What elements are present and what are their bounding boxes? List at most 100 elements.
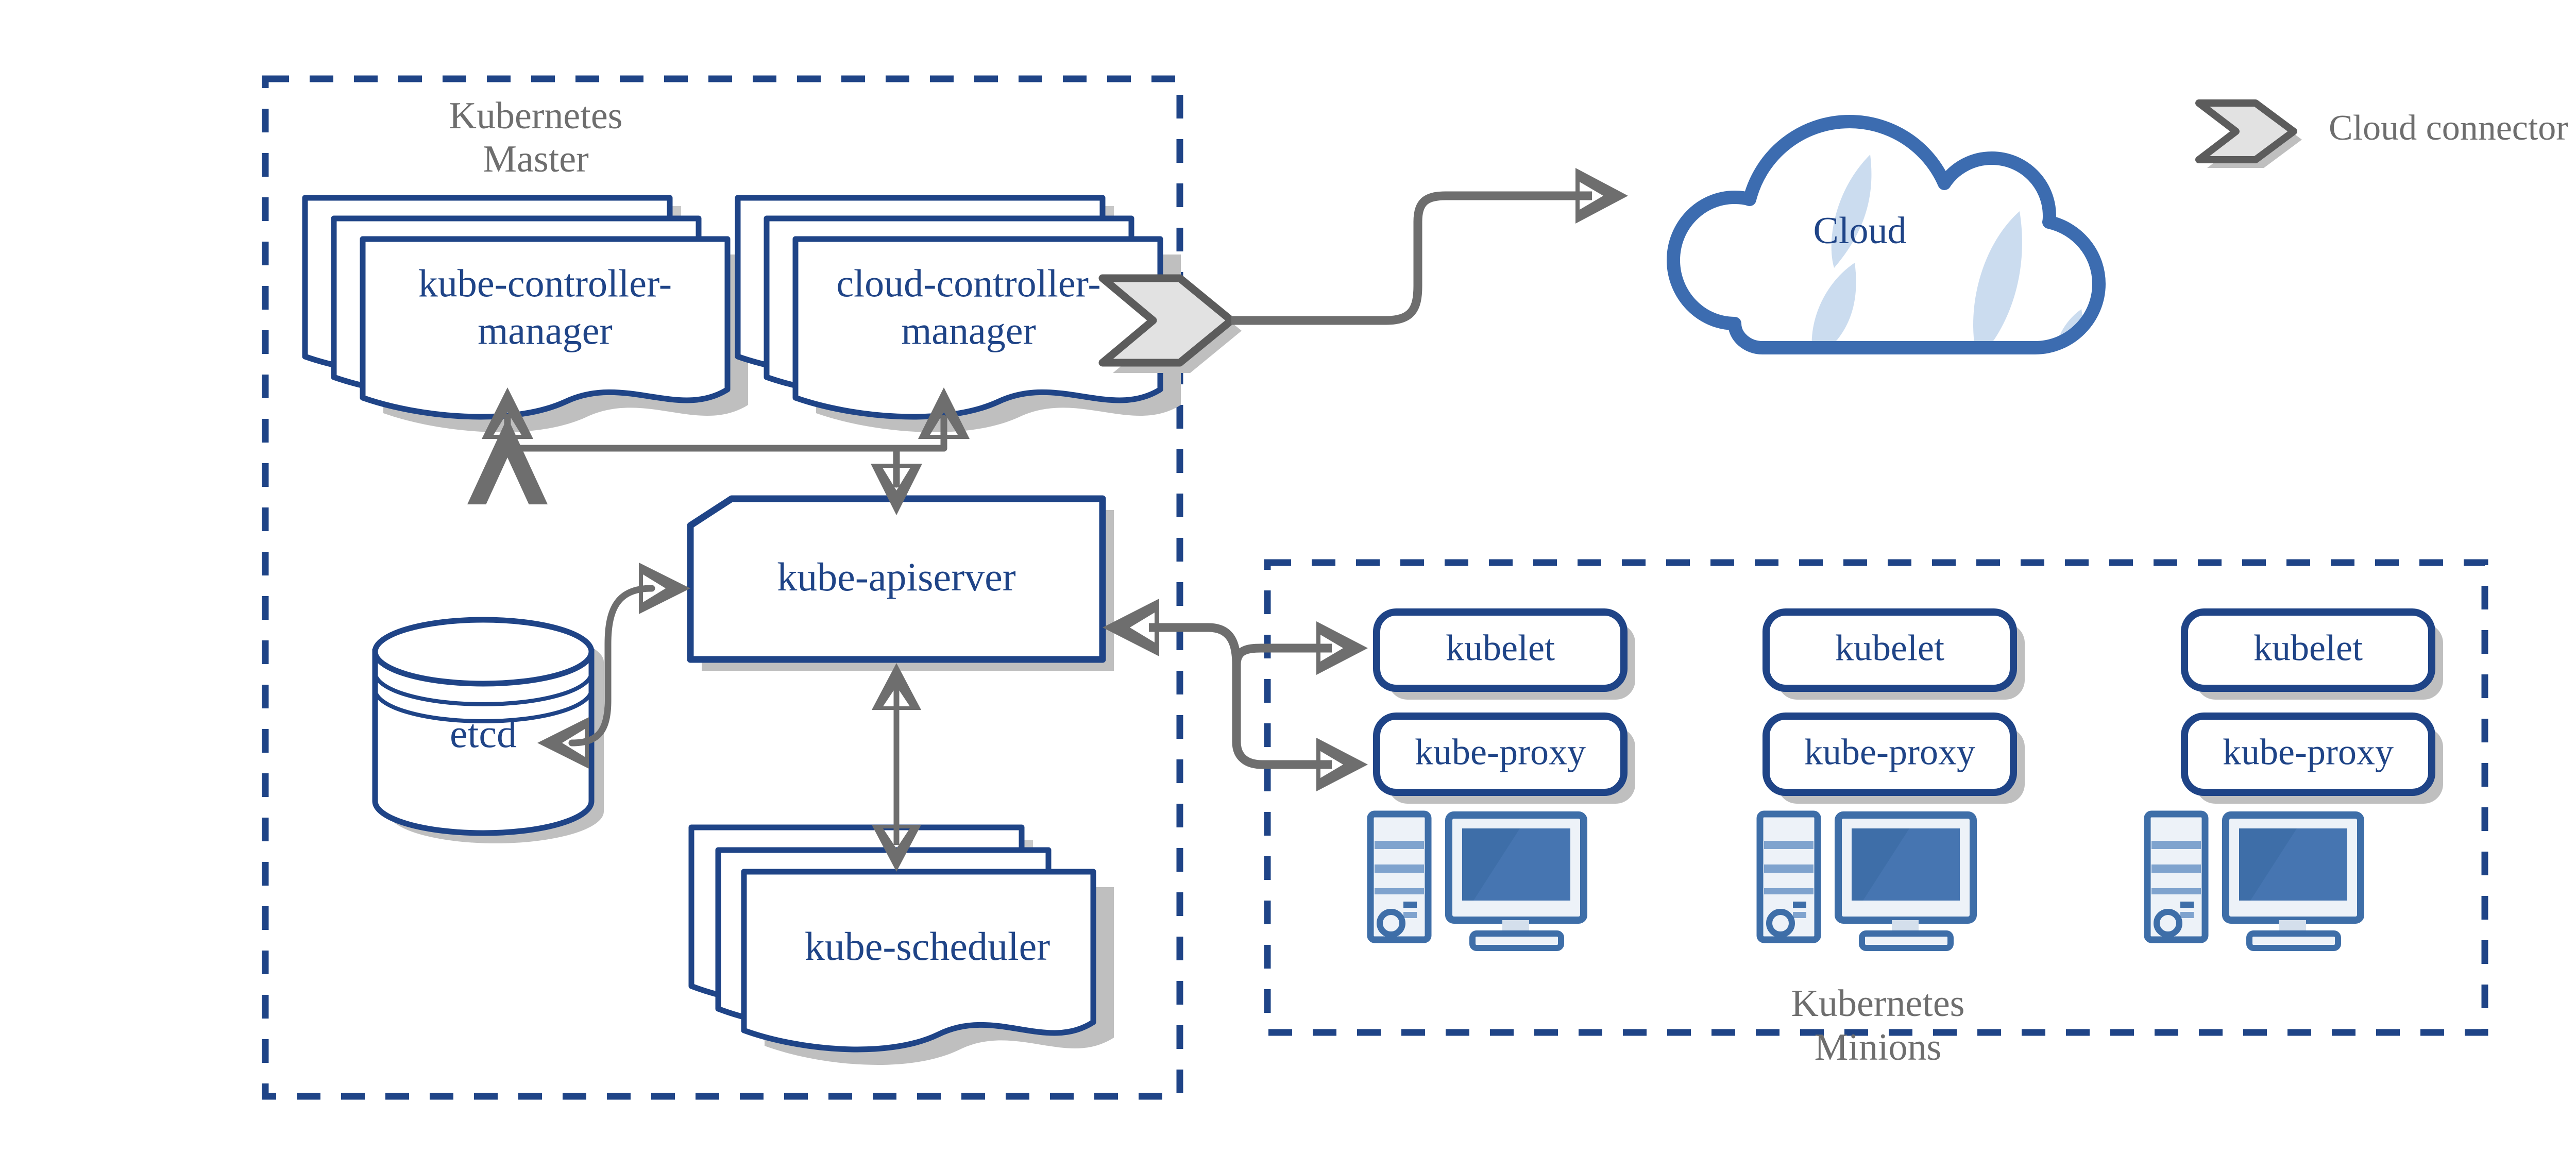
minion-node-2[interactable]: kubelet kube-proxy bbox=[1756, 608, 2025, 951]
arrowhead-down-apiserver bbox=[871, 464, 922, 515]
pc-slot-2 bbox=[1375, 864, 1424, 873]
kubelet-label-3: kubelet bbox=[2253, 628, 2363, 669]
etcd-label: etcd bbox=[450, 711, 517, 756]
minion-node-1[interactable]: kubelet kube-proxy bbox=[1367, 608, 1635, 951]
master-label-line2: Master bbox=[483, 138, 589, 180]
arrowhead-right-apiserver bbox=[639, 563, 690, 614]
node-etcd[interactable]: etcd bbox=[372, 617, 604, 843]
pc-monitor-icon bbox=[1756, 810, 1977, 951]
kube-proxy-box-1[interactable] bbox=[1373, 713, 1628, 796]
kubelet-label-1: kubelet bbox=[1446, 628, 1555, 669]
kubelet-box-1[interactable] bbox=[1373, 608, 1628, 692]
pc-power-button bbox=[1377, 909, 1405, 938]
pc-power-button bbox=[2154, 909, 2182, 938]
monitor-stand bbox=[1469, 930, 1564, 951]
monitor-glare bbox=[1863, 828, 1960, 901]
pc-slot-2 bbox=[2151, 864, 2201, 873]
pc-slot-3 bbox=[1764, 888, 1814, 894]
etcd-top bbox=[372, 617, 595, 687]
kubelet-box-3[interactable] bbox=[2181, 608, 2435, 692]
node-kube-scheduler[interactable]: kube-scheduler bbox=[688, 824, 1114, 1065]
cloud-outline bbox=[1667, 115, 2106, 354]
arrowhead-up-apiserver bbox=[872, 663, 921, 710]
cloud-wisp-1 bbox=[1831, 155, 1872, 268]
connector-minions-to-apiserver bbox=[1149, 623, 1332, 769]
trunk-kubelet-branch bbox=[1232, 643, 1332, 665]
arrowhead-left-etcd bbox=[537, 717, 589, 769]
kubelet-box-2[interactable] bbox=[1762, 608, 2017, 692]
minion-node-3[interactable]: kubelet kube-proxy bbox=[2144, 608, 2443, 951]
doc-sheet-front bbox=[792, 236, 1163, 420]
connector-ccm-to-cloud bbox=[1231, 191, 1592, 325]
legend-chevron-body bbox=[2195, 99, 2297, 163]
cloud-wisp-3 bbox=[1973, 211, 2022, 348]
kube-proxy-label-3: kube-proxy bbox=[2223, 732, 2394, 773]
arrowheads-apiserver-etcd bbox=[537, 563, 690, 769]
monitor-stand bbox=[2246, 930, 2341, 951]
arrowhead-right-kubelet bbox=[1316, 621, 1368, 675]
cloud-label: Cloud bbox=[1814, 210, 1907, 252]
doc-sheet-front bbox=[741, 869, 1096, 1053]
etcd-band-1 bbox=[373, 672, 594, 706]
legend-cloud-connector-icon bbox=[2195, 99, 2302, 168]
master-label-line1: Kubernetes bbox=[449, 95, 623, 137]
pc-monitor-icon bbox=[1367, 810, 1587, 951]
node-kube-apiserver[interactable]: kube-apiserver bbox=[687, 495, 1114, 671]
cloud-accents bbox=[1811, 155, 2083, 348]
master-group-label: Kubernetes Master bbox=[449, 95, 623, 180]
cloud-wisp-2 bbox=[1811, 263, 1856, 348]
pc-slot-3 bbox=[2151, 888, 2201, 894]
kube-proxy-box-2[interactable] bbox=[1762, 713, 2017, 796]
pc-monitor-icon bbox=[2144, 810, 2364, 951]
master-dashed-rect bbox=[262, 75, 1183, 1100]
pc-led-1 bbox=[1403, 902, 1417, 908]
pc-led-2 bbox=[1403, 912, 1417, 918]
arrowhead-ccm-cloud bbox=[1575, 168, 1628, 224]
monitor-glare bbox=[1473, 828, 1570, 901]
kube-proxy-box-3[interactable] bbox=[2181, 713, 2435, 796]
arrowhead-right-cloud bbox=[1575, 168, 1628, 224]
arrowhead-down-scheduler bbox=[872, 825, 921, 872]
node-kube-controller-manager[interactable]: kube-controller- manager bbox=[302, 195, 748, 432]
kubelet-label-2: kubelet bbox=[1835, 628, 1944, 669]
pc-slot-1 bbox=[1375, 841, 1424, 849]
minions-label-line1: Kubernetes bbox=[1791, 982, 1965, 1025]
kubernetes-master-boundary bbox=[262, 75, 1183, 1100]
pc-slot-1 bbox=[2151, 841, 2201, 849]
cloud-controller-manager-label-line2: manager bbox=[901, 309, 1036, 352]
legend-cloud-connector-label: Cloud connector bbox=[2329, 108, 2568, 148]
pc-led-2 bbox=[2180, 912, 2194, 918]
etcd-band-2 bbox=[373, 689, 594, 723]
node-cloud-controller-manager[interactable]: cloud-controller- manager bbox=[735, 195, 1181, 432]
ccm-cloud-path bbox=[1231, 191, 1592, 325]
pc-slot-1 bbox=[1764, 841, 1814, 849]
pc-led-1 bbox=[1793, 902, 1806, 908]
pc-slot-3 bbox=[1375, 888, 1424, 894]
apiserver-body bbox=[687, 495, 1106, 663]
etcd-body bbox=[372, 649, 595, 836]
cloud-controller-manager-label-line1: cloud-controller- bbox=[836, 262, 1100, 305]
doc-sheet-front bbox=[360, 236, 731, 420]
minions-group-label: Kubernetes Minions bbox=[1791, 982, 1965, 1069]
cloud-connector-chevron-icon[interactable] bbox=[1098, 274, 1242, 373]
arrowhead-right-kube-proxy bbox=[1316, 738, 1368, 791]
apiserver-etcd-path bbox=[568, 585, 655, 747]
minions-label-line2: Minions bbox=[1815, 1026, 1942, 1069]
chevron-body bbox=[1098, 274, 1235, 367]
kube-proxy-label-2: kube-proxy bbox=[1804, 732, 1975, 773]
arrowhead-up-kcm bbox=[482, 387, 533, 439]
node-cloud[interactable]: Cloud bbox=[1667, 115, 2106, 366]
pc-slot-2 bbox=[1764, 864, 1814, 873]
monitor-stand bbox=[1859, 930, 1954, 951]
arrowheads-controllers bbox=[482, 387, 970, 515]
arrowhead-left-apiserver bbox=[1103, 599, 1159, 656]
kube-controller-manager-label-line2: manager bbox=[478, 309, 613, 352]
monitor-glare bbox=[2250, 828, 2347, 901]
kube-controller-manager-label-line1: kube-controller- bbox=[418, 262, 672, 305]
arrowheads-apiserver-scheduler bbox=[872, 663, 921, 872]
arrowhead-up-ccm bbox=[918, 387, 970, 439]
kube-scheduler-label: kube-scheduler bbox=[805, 924, 1050, 969]
legend: Cloud connector bbox=[2195, 99, 2568, 168]
kube-proxy-label-1: kube-proxy bbox=[1415, 732, 1586, 773]
